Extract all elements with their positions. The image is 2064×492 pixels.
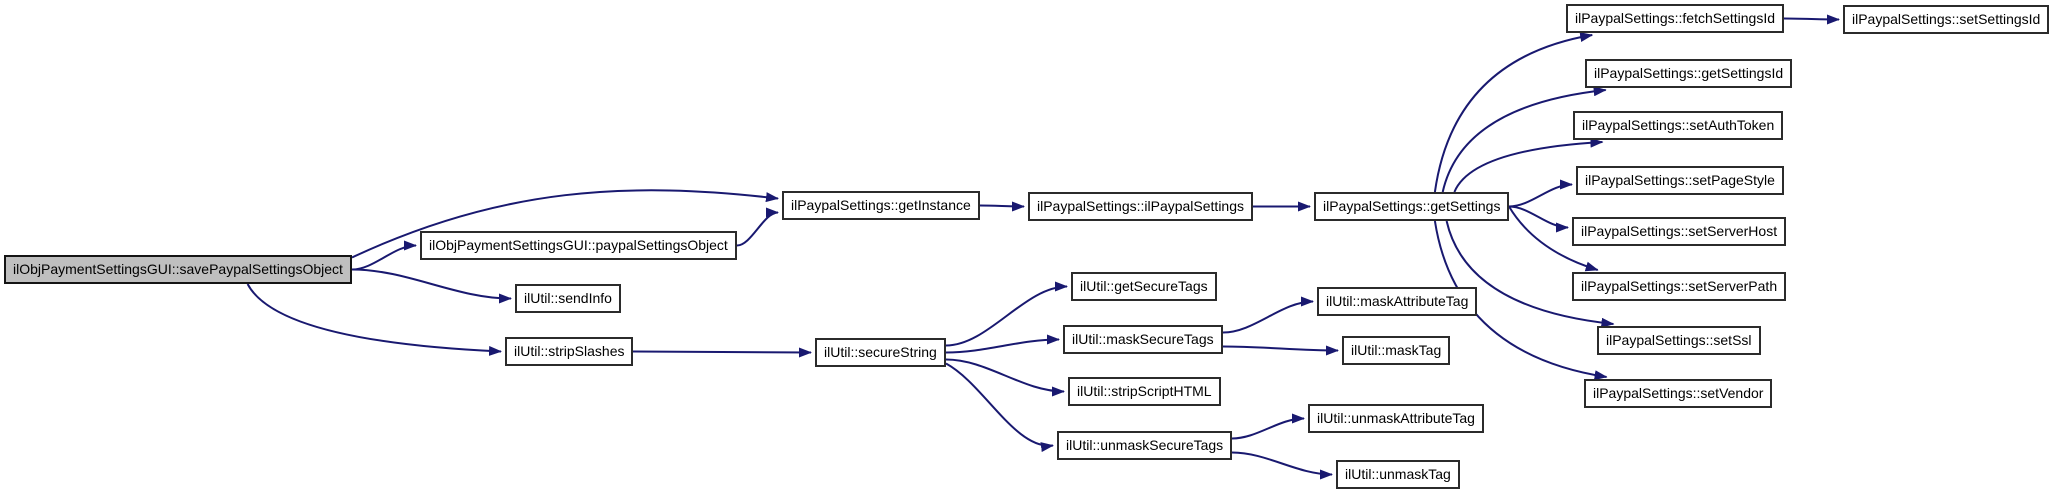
node-save[interactable]: ilObjPaymentSettingsGUI::savePaypalSetti… [4, 255, 352, 284]
edge-secureString-getSecureTags [945, 281, 1068, 347]
node-maskTag[interactable]: ilUtil::maskTag [1342, 336, 1451, 365]
node-paypalSettingsObject[interactable]: ilObjPaymentSettingsGUI::paypalSettingsO… [420, 231, 737, 260]
node-setSettingsId[interactable]: ilPaypalSettings::setSettingsId [1843, 5, 2050, 34]
edge-getSettings-setAuthToken [1453, 137, 1604, 193]
edge-maskSecureTags-maskTag [1222, 345, 1339, 356]
edge-unmaskSecureTags-unmaskTag [1231, 451, 1333, 480]
edge-stripSlashes-secureString [632, 347, 812, 358]
node-stripScriptHTML[interactable]: ilUtil::stripScriptHTML [1068, 377, 1221, 406]
edge-getInstance-ilPaypalSettings [979, 201, 1025, 212]
node-setServerHost[interactable]: ilPaypalSettings::setServerHost [1572, 217, 1787, 246]
edge-getSettings-setSsl [1445, 220, 1615, 328]
edge-getSettings-setServerHost [1508, 205, 1569, 233]
edge-getSettings-getSettingsId [1441, 86, 1607, 193]
edge-getSettings-setPageStyle [1508, 179, 1573, 208]
node-unmaskSecureTags[interactable]: ilUtil::unmaskSecureTags [1057, 431, 1233, 460]
node-unmaskAttributeTag[interactable]: ilUtil::unmaskAttributeTag [1308, 404, 1484, 433]
node-getSettingsId[interactable]: ilPaypalSettings::getSettingsId [1585, 59, 1793, 88]
node-setVendor[interactable]: ilPaypalSettings::setVendor [1584, 379, 1773, 408]
edge-getSettings-fetchSettingsId [1433, 32, 1594, 193]
edge-paypalSettingsObject-getInstance [736, 207, 779, 247]
edge-save-getInstance [351, 189, 779, 259]
edge-getSettings-setVendor [1433, 220, 1608, 381]
edge-maskSecureTags-maskAttributeTag [1222, 296, 1314, 334]
edge-save-stripSlashes [246, 283, 502, 356]
edge-save-sendInfo [351, 268, 512, 304]
edge-getSettings-setServerPath [1508, 205, 1599, 272]
node-setAuthToken[interactable]: ilPaypalSettings::setAuthToken [1573, 111, 1784, 140]
edge-secureString-unmaskSecureTags [945, 362, 1054, 453]
node-setPageStyle[interactable]: ilPaypalSettings::setPageStyle [1576, 166, 1784, 195]
node-getSecureTags[interactable]: ilUtil::getSecureTags [1071, 272, 1217, 301]
node-getInstance[interactable]: ilPaypalSettings::getInstance [782, 191, 980, 220]
node-secureString[interactable]: ilUtil::secureString [815, 338, 946, 367]
edge-fetchSettingsId-setSettingsId [1783, 14, 1840, 25]
node-stripSlashes[interactable]: ilUtil::stripSlashes [505, 337, 634, 366]
node-setSsl[interactable]: ilPaypalSettings::setSsl [1597, 326, 1761, 355]
edge-save-paypalSettingsObject [351, 240, 417, 271]
node-unmaskTag[interactable]: ilUtil::unmaskTag [1336, 460, 1460, 489]
node-maskSecureTags[interactable]: ilUtil::maskSecureTags [1063, 325, 1223, 354]
node-ilPaypalSettings[interactable]: ilPaypalSettings::ilPaypalSettings [1028, 192, 1254, 221]
node-getSettings[interactable]: ilPaypalSettings::getSettings [1314, 192, 1510, 221]
node-sendInfo[interactable]: ilUtil::sendInfo [515, 284, 621, 313]
edge-secureString-maskSecureTags [945, 334, 1060, 354]
node-fetchSettingsId[interactable]: ilPaypalSettings::fetchSettingsId [1566, 4, 1785, 33]
node-setServerPath[interactable]: ilPaypalSettings::setServerPath [1572, 272, 1787, 301]
node-maskAttributeTag[interactable]: ilUtil::maskAttributeTag [1317, 287, 1478, 316]
edge-unmaskSecureTags-unmaskAttributeTag [1231, 413, 1305, 440]
edge-secureString-stripScriptHTML [945, 358, 1065, 397]
